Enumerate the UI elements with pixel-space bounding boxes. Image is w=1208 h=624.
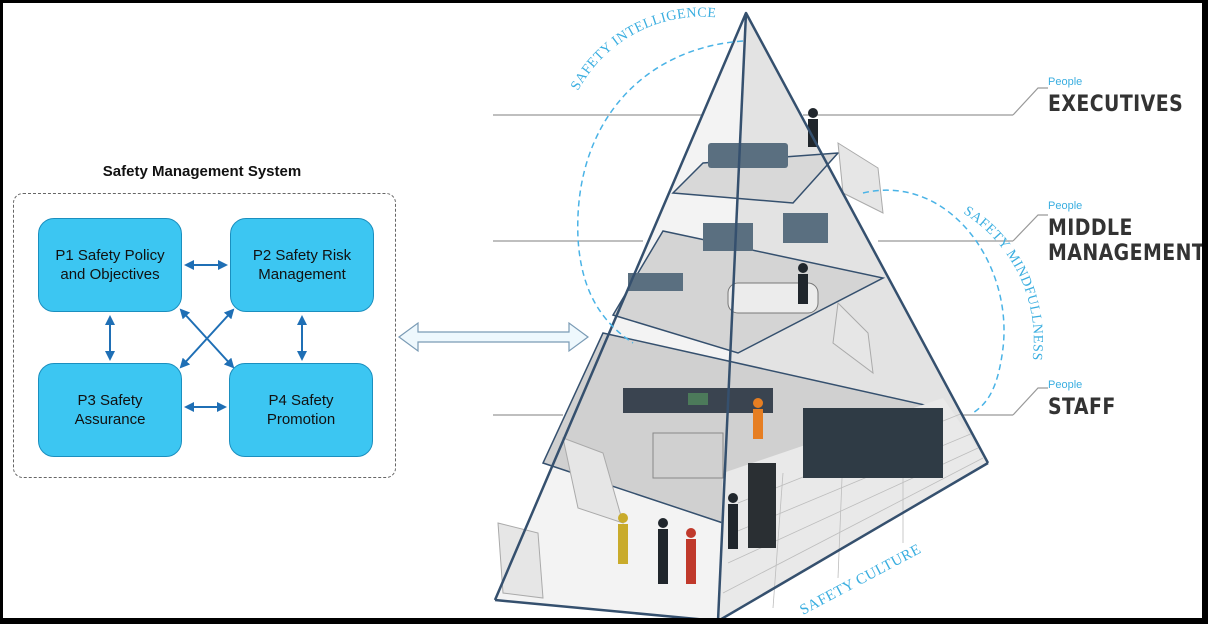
label-safety-intelligence: SAFETY INTELLIGENCE <box>568 6 716 93</box>
arrow-p2-p3 <box>179 308 235 369</box>
link-double-arrow <box>397 321 590 353</box>
middle-management-label: MIDDLE MANAGEMENT <box>1048 216 1202 266</box>
box-p4-safety-promotion: P4 Safety Promotion <box>229 363 373 457</box>
svg-text:SAFETY MINDFULLNESS: SAFETY MINDFULLNESS <box>961 204 1045 362</box>
box-p4-label: P4 Safety Promotion <box>266 392 336 428</box>
label-safety-mindfullness: SAFETY MINDFULLNESS <box>961 204 1045 362</box>
sms-title: Safety Management System <box>102 163 302 180</box>
svg-text:SAFETY INTELLIGENCE: SAFETY INTELLIGENCE <box>568 6 717 93</box>
box-p1-label: P1 Safety Policy and Objectives <box>55 247 165 283</box>
middle-management-tag: People <box>1048 200 1083 212</box>
staff-label: STAFF <box>1048 395 1116 420</box>
executives-label: EXECUTIVES <box>1048 92 1184 117</box>
staff-tag: People <box>1048 379 1083 391</box>
sms-frame <box>13 193 396 478</box>
box-p3-label: P3 Safety Assurance <box>74 392 146 428</box>
box-p3-safety-assurance: P3 Safety Assurance <box>38 363 182 457</box>
box-p2-label: P2 Safety Risk Management <box>252 247 352 283</box>
box-p2-safety-risk: P2 Safety Risk Management <box>230 218 374 312</box>
diagram-canvas: Safety Management System P1 Safety Polic… <box>3 3 1202 618</box>
executives-tag: People <box>1048 76 1083 88</box>
sms-arrows <box>105 260 307 412</box>
box-p1-safety-policy: P1 Safety Policy and Objectives <box>38 218 182 312</box>
pyramid-illustration: SAFETY INTELLIGENCE SAFETY MINDFULLNESS … <box>493 6 1048 618</box>
